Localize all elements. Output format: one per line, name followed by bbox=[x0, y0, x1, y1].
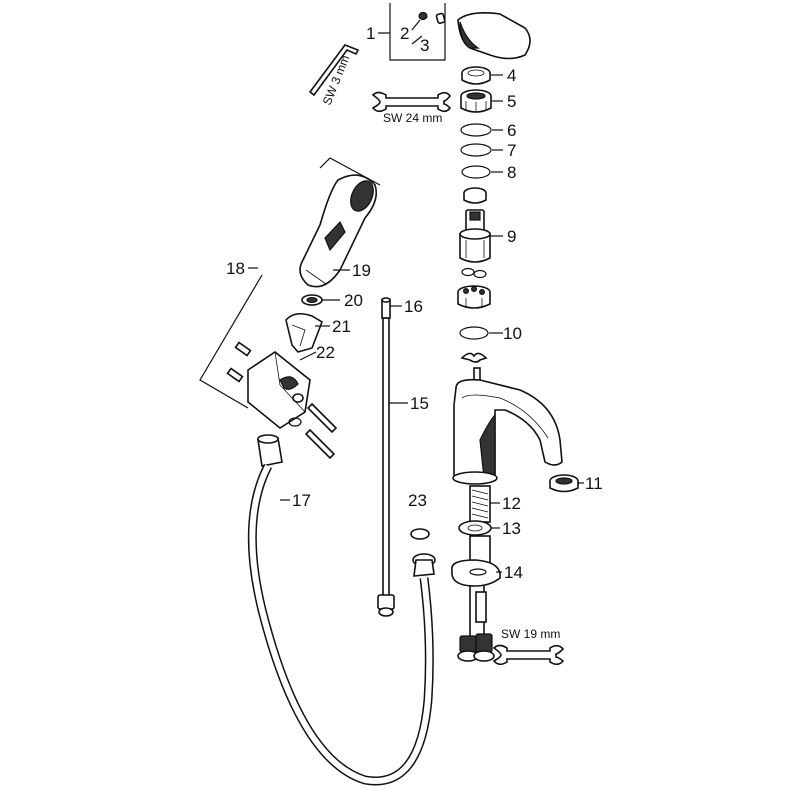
part-5-nut bbox=[460, 89, 492, 113]
label-21: 21 bbox=[332, 317, 351, 336]
label-13: 13 bbox=[502, 519, 521, 538]
part-9-cartridge bbox=[459, 187, 491, 279]
label-11: 11 bbox=[585, 474, 603, 493]
label-19: 19 bbox=[352, 261, 371, 280]
tool-labels: SW 3 mm SW 24 mm SW 19 mm bbox=[320, 53, 561, 641]
wrench-24-label: SW 24 mm bbox=[383, 111, 442, 125]
part-cartridge-base bbox=[457, 285, 491, 309]
label-1: 1 bbox=[366, 24, 375, 43]
label-7: 7 bbox=[507, 141, 516, 160]
part-6-o-ring bbox=[460, 123, 492, 137]
screw-3 bbox=[435, 12, 446, 24]
part-15-supply-hose bbox=[377, 317, 395, 617]
part-lever-handle bbox=[457, 12, 531, 60]
part-13-washer bbox=[458, 520, 492, 567]
label-5: 5 bbox=[507, 92, 516, 111]
part-16-hose-fitting bbox=[381, 297, 391, 319]
part-10-o-ring bbox=[459, 326, 489, 340]
label-3: 3 bbox=[420, 36, 429, 55]
part-spring-clip bbox=[460, 352, 488, 363]
part-19-hand-shower bbox=[299, 174, 378, 288]
label-2: 2 bbox=[400, 24, 409, 43]
leader-lines bbox=[248, 74, 584, 573]
part-12-threaded-rod bbox=[469, 485, 491, 523]
wrench-19-icon bbox=[492, 644, 565, 666]
label-4: 4 bbox=[507, 66, 516, 85]
label-20: 20 bbox=[344, 291, 363, 310]
label-12: 12 bbox=[502, 494, 521, 513]
part-labels: 1 2 3 4 5 6 7 8 9 10 11 12 13 14 15 16 1… bbox=[226, 24, 603, 582]
part-17-shower-hose bbox=[247, 434, 435, 786]
label-9: 9 bbox=[507, 227, 516, 246]
part-group-1-bracket bbox=[378, 3, 446, 61]
label-6: 6 bbox=[507, 121, 516, 140]
part-21-holder-clip bbox=[285, 312, 323, 353]
label-8: 8 bbox=[507, 163, 516, 182]
label-15: 15 bbox=[410, 394, 429, 413]
part-14-mounting-set bbox=[451, 559, 501, 662]
label-10: 10 bbox=[503, 324, 522, 343]
wrench-19-label: SW 19 mm bbox=[501, 627, 560, 641]
hex-key-icon bbox=[308, 44, 360, 97]
wrench-24-icon bbox=[371, 91, 452, 113]
label-17: 17 bbox=[292, 491, 311, 510]
label-22: 22 bbox=[316, 343, 335, 362]
label-23: 23 bbox=[408, 491, 427, 510]
screw-2 bbox=[418, 11, 428, 21]
part-22-wall-holder bbox=[226, 341, 338, 460]
label-16: 16 bbox=[404, 297, 423, 316]
part-11-aerator bbox=[549, 474, 579, 493]
part-4-ring bbox=[461, 66, 491, 85]
part-8-o-ring bbox=[461, 165, 491, 179]
part-20-nut bbox=[301, 294, 323, 306]
label-14: 14 bbox=[504, 563, 523, 582]
part-7-o-ring bbox=[460, 143, 492, 157]
label-18: 18 bbox=[226, 259, 245, 278]
part-mixer-body bbox=[452, 367, 563, 485]
